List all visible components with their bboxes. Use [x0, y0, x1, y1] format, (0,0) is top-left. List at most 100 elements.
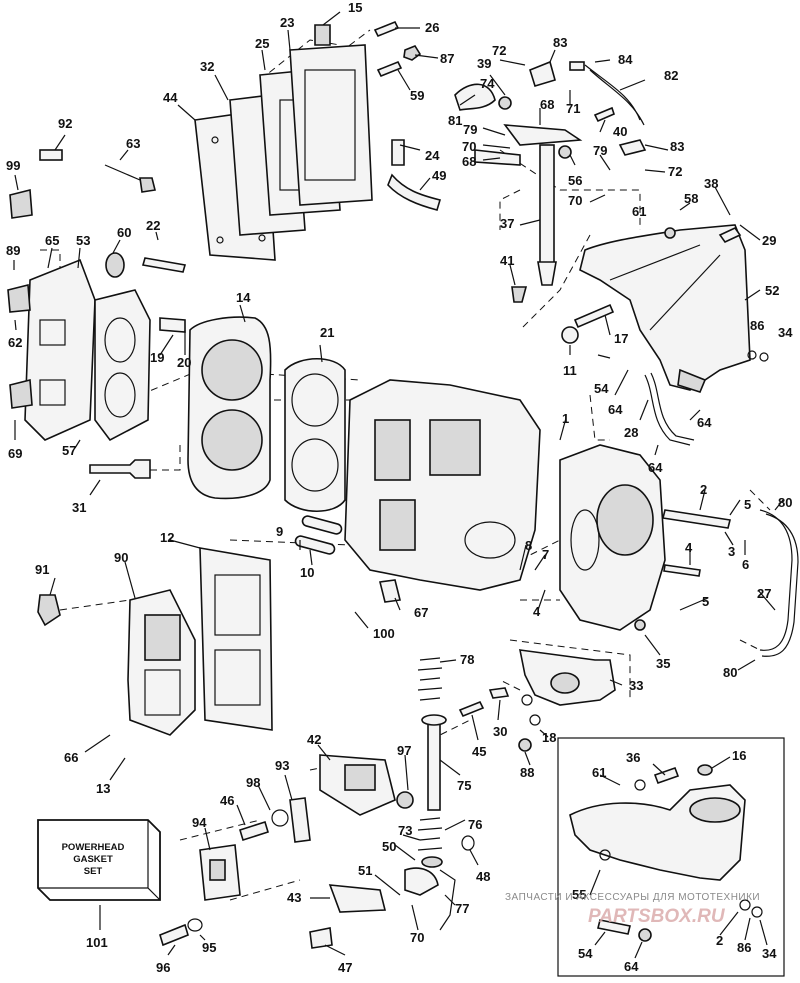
callout-83-right: 83 — [670, 139, 684, 154]
throttle-bracket — [561, 224, 769, 393]
callout-44: 44 — [163, 90, 178, 105]
callout-55: 55 — [572, 887, 586, 902]
callout-78: 78 — [460, 652, 474, 667]
callout-25: 25 — [255, 36, 269, 51]
crankcase-block — [344, 379, 731, 631]
callout-95: 95 — [202, 940, 216, 955]
callout-26: 26 — [425, 20, 439, 35]
callout-35: 35 — [656, 656, 670, 671]
callout-79-right: 79 — [593, 143, 607, 158]
lower-bracket — [458, 649, 616, 752]
callout-80-low: 80 — [723, 665, 737, 680]
callout-56: 56 — [568, 173, 582, 188]
cylinder-head — [187, 316, 346, 555]
callout-23: 23 — [280, 15, 294, 30]
callout-28: 28 — [624, 425, 638, 440]
small-hardware — [39, 20, 442, 211]
callout-40: 40 — [613, 124, 627, 139]
callout-59: 59 — [410, 88, 424, 103]
kit-label-line3: SET — [84, 866, 103, 877]
callout-81: 81 — [448, 113, 462, 128]
callout-46: 46 — [220, 793, 234, 808]
callout-10: 10 — [300, 565, 314, 580]
callout-41: 41 — [500, 253, 514, 268]
inset-detail-box — [557, 737, 785, 977]
callout-38: 38 — [704, 176, 718, 191]
callout-47: 47 — [338, 960, 352, 975]
callout-88: 88 — [520, 765, 534, 780]
callout-92: 92 — [58, 116, 72, 131]
callout-52: 52 — [765, 283, 779, 298]
watermark-brand: PARTSBOX.RU — [588, 906, 726, 927]
callout-87: 87 — [440, 51, 454, 66]
callout-54-inset: 54 — [578, 946, 593, 961]
callout-83-top: 83 — [553, 35, 567, 50]
callout-43: 43 — [287, 890, 301, 905]
callout-36: 36 — [626, 750, 640, 765]
callout-89: 89 — [6, 243, 20, 258]
callout-54-top: 54 — [594, 381, 609, 396]
callout-76: 76 — [468, 817, 482, 832]
watermark-tagline: ЗАПЧАСТИ И АКСЕССУАРЫ ДЛЯ МОТОТЕХНИКИ — [505, 892, 760, 903]
callout-61-inset: 61 — [592, 765, 606, 780]
callout-70-low: 70 — [410, 930, 424, 945]
callout-61-top: 61 — [632, 204, 646, 219]
callout-29: 29 — [762, 233, 776, 248]
callout-5-low: 5 — [702, 594, 709, 609]
callout-45: 45 — [472, 744, 486, 759]
callout-20: 20 — [177, 355, 191, 370]
callout-19: 19 — [150, 350, 164, 365]
callout-42: 42 — [307, 732, 321, 747]
callout-70-top: 70 — [462, 139, 476, 154]
kit-label-line2: GASKET — [73, 854, 113, 865]
callout-15: 15 — [348, 0, 362, 15]
intake-covers — [7, 188, 187, 442]
callout-21: 21 — [320, 325, 334, 340]
callout-62: 62 — [8, 335, 22, 350]
callout-66: 66 — [64, 750, 78, 765]
callout-7: 7 — [542, 547, 549, 562]
callout-73: 73 — [398, 823, 412, 838]
callout-86-inset: 86 — [737, 940, 751, 955]
callout-18: 18 — [542, 730, 556, 745]
callout-34-inset: 34 — [762, 946, 777, 961]
callout-98: 98 — [246, 775, 260, 790]
callout-32: 32 — [200, 59, 214, 74]
callout-100: 100 — [373, 626, 395, 641]
callout-33: 33 — [629, 678, 643, 693]
callout-37: 37 — [500, 216, 514, 231]
callout-99: 99 — [6, 158, 20, 173]
callout-80-top: 80 — [778, 495, 792, 510]
callout-34-top: 34 — [778, 325, 793, 340]
hoses — [644, 372, 799, 657]
linkage-assembly — [454, 60, 647, 303]
callout-27: 27 — [757, 586, 771, 601]
callout-64-c: 64 — [648, 460, 663, 475]
callout-4-right: 4 — [685, 540, 693, 555]
callout-labels: 15 23 26 25 87 32 59 44 92 63 99 22 60 6… — [6, 0, 793, 975]
callout-82: 82 — [664, 68, 678, 83]
valve-stack — [417, 657, 475, 868]
callout-2-inset: 2 — [716, 933, 723, 948]
callout-90: 90 — [114, 550, 128, 565]
callout-86-top: 86 — [750, 318, 764, 333]
callout-4-low: 4 — [533, 604, 541, 619]
callout-65: 65 — [45, 233, 59, 248]
callout-58: 58 — [684, 191, 698, 206]
callout-91: 91 — [35, 562, 49, 577]
callout-8: 8 — [525, 538, 532, 553]
callout-5-top: 5 — [744, 497, 751, 512]
callout-71: 71 — [566, 101, 580, 116]
callout-11: 11 — [563, 363, 577, 378]
callout-57: 57 — [62, 443, 76, 458]
callout-30: 30 — [493, 724, 507, 739]
callout-6: 6 — [742, 557, 749, 572]
callout-64-b: 64 — [697, 415, 712, 430]
callout-17: 17 — [614, 331, 628, 346]
intake-plate — [37, 547, 273, 736]
callout-68-top: 68 — [540, 97, 554, 112]
callout-9: 9 — [276, 524, 283, 539]
callout-39: 39 — [477, 56, 491, 71]
callout-94: 94 — [192, 815, 207, 830]
